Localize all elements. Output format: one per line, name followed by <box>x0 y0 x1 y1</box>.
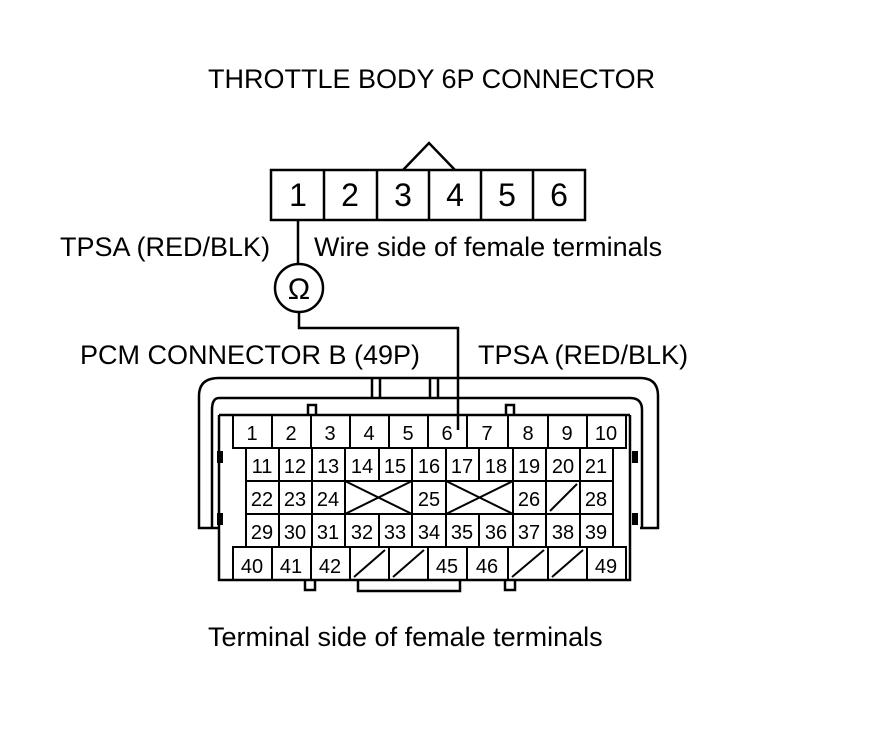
pcm-terminal-30: 30 <box>284 522 306 544</box>
pcm-terminal-10: 10 <box>595 423 617 445</box>
pcm-terminal-40: 40 <box>241 556 263 578</box>
pcm-terminal-14: 14 <box>351 456 373 478</box>
tb-wire-label: TPSA (RED/BLK) <box>60 232 271 262</box>
tb-terminal-2: 2 <box>341 177 359 213</box>
pcm-connector-title: PCM CONNECTOR B (49P) <box>80 340 421 370</box>
pcm-terminal-18: 18 <box>485 456 507 478</box>
pcm-terminal-12: 12 <box>284 456 306 478</box>
pcm-terminal-grid <box>232 414 627 581</box>
pcm-terminal-17: 17 <box>451 456 473 478</box>
tb-terminal-6: 6 <box>550 177 568 213</box>
pcm-terminal-26: 26 <box>518 489 540 511</box>
tb-terminal-1: 1 <box>289 177 307 213</box>
pcm-terminal-8: 8 <box>522 423 533 445</box>
pcm-terminal-42: 42 <box>319 556 341 578</box>
pcm-terminal-28: 28 <box>585 489 607 511</box>
pcm-terminal-13: 13 <box>317 456 339 478</box>
pcm-terminal-21: 21 <box>585 456 607 478</box>
connector-lock-tab <box>402 141 456 171</box>
pcm-terminal-32: 32 <box>351 522 373 544</box>
pcm-terminal-45: 45 <box>436 556 458 578</box>
pcm-terminal-23: 23 <box>284 489 306 511</box>
pcm-terminal-16: 16 <box>418 456 440 478</box>
pcm-terminal-11: 11 <box>252 456 273 478</box>
pcm-terminal-4: 4 <box>363 423 374 445</box>
pcm-terminal-49: 49 <box>595 556 617 578</box>
pcm-side-label: Terminal side of female terminals <box>208 622 603 652</box>
pcm-terminal-7: 7 <box>481 423 492 445</box>
ohm-symbol: Ω <box>288 273 310 306</box>
pcm-terminal-35: 35 <box>451 522 473 544</box>
pcm-terminal-9: 9 <box>561 423 572 445</box>
pcm-terminal-19: 19 <box>518 456 540 478</box>
pcm-terminal-5: 5 <box>402 423 413 445</box>
pcm-terminal-20: 20 <box>552 456 574 478</box>
pcm-terminal-38: 38 <box>552 522 574 544</box>
pcm-terminal-22: 22 <box>251 489 273 511</box>
pcm-terminal-24: 24 <box>317 489 339 511</box>
pcm-terminal-15: 15 <box>384 456 406 478</box>
diagram-title: THROTTLE BODY 6P CONNECTOR <box>208 64 656 94</box>
housing-latches <box>217 451 638 525</box>
pcm-terminal-39: 39 <box>585 522 607 544</box>
tb-side-label: Wire side of female terminals <box>314 232 663 262</box>
pcm-terminal-41: 41 <box>280 556 302 578</box>
pcm-terminal-36: 36 <box>485 522 507 544</box>
pcm-terminal-2: 2 <box>285 423 296 445</box>
pcm-terminal-46: 46 <box>476 556 498 578</box>
pcm-terminal-33: 33 <box>384 522 406 544</box>
pcm-terminal-31: 31 <box>317 522 339 544</box>
pcm-terminal-6: 6 <box>441 423 452 445</box>
tb-terminal-4: 4 <box>446 177 464 213</box>
pcm-wire-label: TPSA (RED/BLK) <box>478 340 689 370</box>
pcm-terminal-1: 1 <box>246 423 257 445</box>
tb-terminal-3: 3 <box>394 177 412 213</box>
pcm-terminal-29: 29 <box>251 522 273 544</box>
pcm-terminal-25: 25 <box>418 489 440 511</box>
pcm-terminal-34: 34 <box>418 522 440 544</box>
tb-terminal-5: 5 <box>498 177 516 213</box>
pcm-terminal-37: 37 <box>518 522 540 544</box>
pcm-terminal-3: 3 <box>324 423 335 445</box>
throttle-body-connector <box>269 141 587 222</box>
